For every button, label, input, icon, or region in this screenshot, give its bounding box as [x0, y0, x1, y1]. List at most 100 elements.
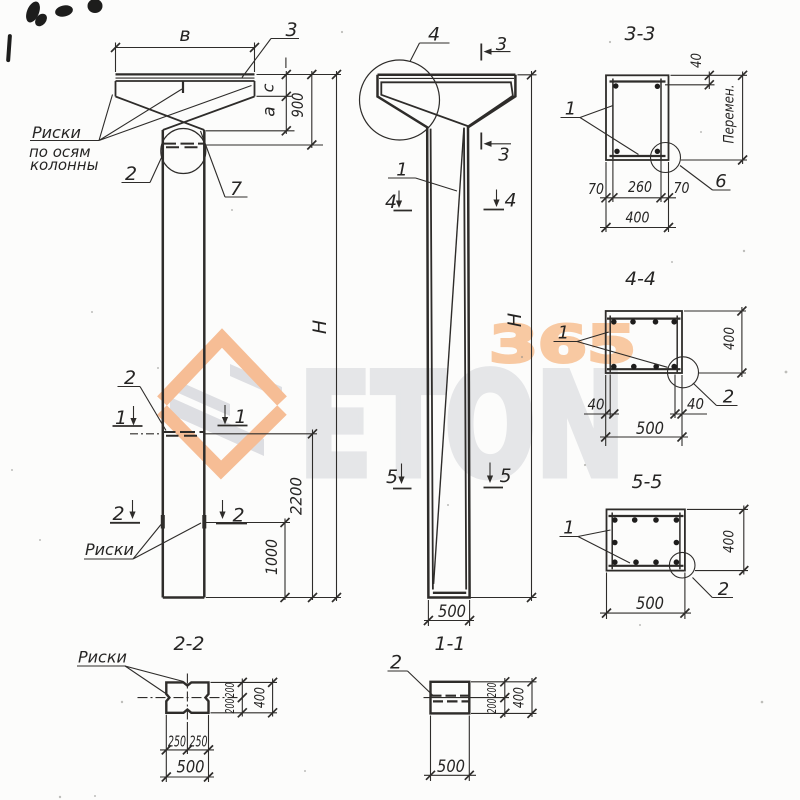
front-callout3-label: 3	[285, 19, 297, 41]
side-web-inner-edges	[429, 127, 468, 590]
front-callout2-top-leader	[121, 157, 162, 184]
s44-dim-ticks	[600, 305, 748, 443]
front-callout3-leader	[241, 37, 299, 78]
logo-stripe-3	[170, 397, 264, 456]
section-3-3: 3-3 1 6 40 Перемен. 70 260 70 400	[560, 23, 748, 233]
s22-marks-note-leaders	[77, 665, 184, 696]
s55-callout2-label: 2	[718, 579, 729, 600]
s33-dim-40-label: 40	[689, 53, 705, 68]
front-axis-note-line2: по осям	[29, 143, 91, 161]
side-dim-500-label: 500	[438, 602, 466, 622]
s11-title: 1-1	[434, 633, 465, 655]
side-callout4-label: 4	[428, 24, 440, 46]
side-dim-ticks	[423, 69, 537, 626]
s55-dim-400-label: 400	[722, 530, 738, 553]
side-outer-contour	[376, 73, 517, 599]
s55-detail-circle	[668, 551, 696, 579]
side-cut4-left-label: 4	[385, 191, 397, 213]
front-callout7-label: 7	[230, 178, 242, 200]
logo-chevron-bottom	[157, 405, 287, 480]
s11-dim-500-label: 500	[437, 757, 465, 777]
front-axis-note-line3: колонны	[30, 156, 99, 174]
section-4-4: 4-4 1 2 400 40 40 500	[553, 268, 748, 446]
front-axis-note-line1: Риски	[32, 123, 81, 142]
s11-dim-200a-label: 200	[484, 682, 499, 697]
s55-callout1-leader	[559, 529, 631, 564]
s44-dim-40b-label: 40	[687, 395, 704, 413]
s33-dim-var-label: Перемен.	[722, 85, 738, 144]
s44-rebar-dots	[611, 319, 677, 370]
s33-rebar-dots	[613, 83, 661, 154]
side-cut3-bottom-label: 3	[498, 145, 509, 166]
s55-extension-lines	[605, 508, 748, 619]
front-marks-note-leaders	[84, 522, 202, 560]
s55-dim-ticks	[601, 504, 749, 619]
side-cut3-top-label: 3	[496, 34, 507, 55]
front-cut2-marks	[110, 500, 247, 525]
front-dim-c-label: c	[259, 83, 278, 92]
s44-dim-40a-label: 40	[588, 396, 605, 414]
front-cut1-left-label: 1	[115, 407, 127, 429]
front-callout2-mid-leader	[117, 385, 167, 431]
front-dim-2200-label: 2200	[287, 477, 306, 515]
front-flange-sides	[114, 81, 256, 97]
s55-stirrup	[608, 512, 684, 570]
side-view: 4 3 3 1 4 4 5 5 H 500	[358, 24, 537, 626]
front-axis-dashes-top	[163, 142, 205, 149]
front-dim-ticks	[110, 42, 342, 603]
section-2-2: 2-2 Риски 200 200 400 250 250 500	[77, 633, 278, 783]
scan-noise	[6, 0, 788, 799]
front-dim-width-label: в	[179, 24, 190, 46]
s33-dim-260-label: 260	[628, 178, 652, 196]
s11-dim-ticks	[425, 676, 538, 781]
front-detail-circle	[160, 127, 207, 175]
s44-dim-lines	[584, 307, 743, 438]
s44-callout1-leader	[553, 331, 668, 368]
front-view: в 3 Риски по осям колонны 2 7 c a 900 H …	[29, 19, 342, 603]
s22-title: 2-2	[173, 633, 204, 655]
front-extension-lines	[114, 42, 341, 599]
side-extension-lines	[427, 74, 537, 626]
front-callout2-mid-label: 2	[124, 367, 136, 389]
s33-dim-lines	[600, 71, 744, 229]
s22-dim-200b-label: 200	[222, 698, 237, 713]
front-callout7-leader	[199, 130, 248, 198]
s33-detail-circle	[649, 141, 682, 174]
s33-outline	[605, 74, 670, 161]
front-dim-lines	[115, 46, 338, 601]
side-cut5-left-label: 5	[386, 466, 398, 488]
front-dim-1000-label: 1000	[262, 539, 281, 575]
s55-outline	[605, 508, 686, 572]
s33-dim-70a-label: 70	[588, 180, 604, 198]
side-callout1-label: 1	[396, 160, 407, 181]
s11-callout2-leader	[387, 670, 434, 696]
side-cut5-right-label: 5	[499, 465, 511, 487]
side-dim-H-label: H	[504, 313, 526, 327]
side-detail-circle	[358, 59, 441, 141]
s11-dashed-marks	[431, 694, 469, 703]
side-cut4-marks	[393, 189, 504, 212]
s55-title: 5-5	[631, 471, 662, 493]
s22-dim-500-label: 500	[177, 758, 205, 778]
s22-dim-400-label: 400	[253, 687, 269, 708]
side-cut5-marks	[393, 462, 503, 490]
watermark-brand-text: ETON	[299, 344, 625, 509]
side-cut3-marks	[480, 43, 511, 150]
front-cut2-right-label: 2	[232, 505, 244, 527]
s33-title: 3-3	[624, 23, 655, 45]
s22-dim-250b-label: 250	[190, 733, 208, 751]
s44-callout2-label: 2	[723, 387, 734, 408]
s11-callout2-label: 2	[390, 652, 402, 674]
section-5-5: 5-5 1 2 400 500	[559, 471, 749, 619]
s55-dim-500-label: 500	[636, 594, 664, 614]
logo-chevron-top	[157, 328, 287, 406]
s22-marks-note-label: Риски	[78, 648, 127, 667]
s22-dim-200a-label: 200	[222, 682, 237, 697]
front-dim-900-label: 900	[288, 93, 307, 118]
s33-stirrup	[609, 78, 666, 159]
s11-dim-400-label: 400	[512, 687, 528, 708]
side-inner-pentagon	[380, 81, 514, 128]
s33-callout1-label: 1	[565, 99, 576, 120]
